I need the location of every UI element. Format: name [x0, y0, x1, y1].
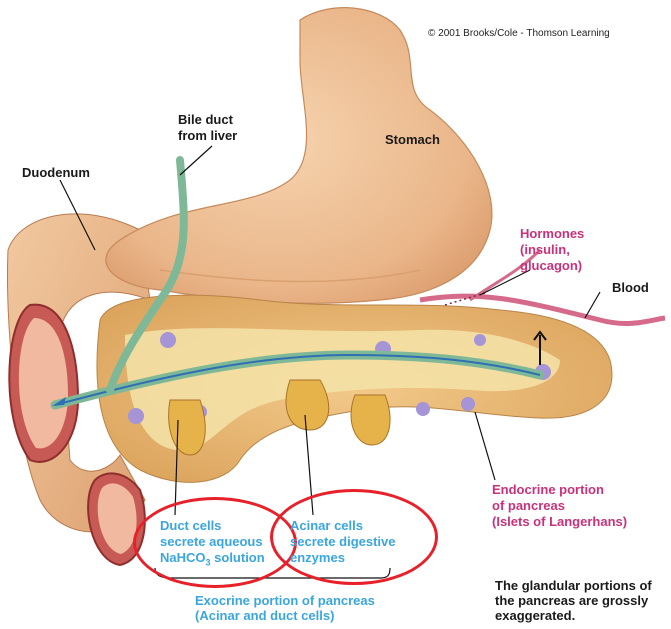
- stomach: [105, 7, 493, 304]
- label-bile-duct: Bile duct from liver: [178, 112, 238, 143]
- label-stomach: Stomach: [385, 132, 440, 147]
- acini: [168, 379, 391, 456]
- label-exocrine: Exocrine portion of pancreas (Acinar and…: [195, 593, 375, 623]
- note-exaggerated: The glandular portions of the pancreas a…: [495, 578, 652, 623]
- label-hormones: Hormones (insulin, glucagon): [520, 226, 585, 273]
- pancreas: [96, 294, 613, 483]
- label-blood: Blood: [612, 280, 649, 295]
- copyright: © 2001 Brooks/Cole - Thomson Learning: [428, 28, 610, 39]
- label-acinar-cells: Acinar cells secrete digestive enzymes: [290, 518, 396, 565]
- pancreatic-duct: [50, 156, 545, 410]
- duodenum: [6, 213, 151, 567]
- label-endocrine: Endocrine portion of pancreas (Islets of…: [492, 482, 628, 529]
- blood-vessel: [419, 248, 666, 365]
- highlight-circle-acinar-cells: [270, 489, 438, 585]
- label-duodenum: Duodenum: [22, 165, 90, 180]
- label-duct-cells: Duct cells secrete aqueous NaHCO3 soluti…: [160, 518, 265, 568]
